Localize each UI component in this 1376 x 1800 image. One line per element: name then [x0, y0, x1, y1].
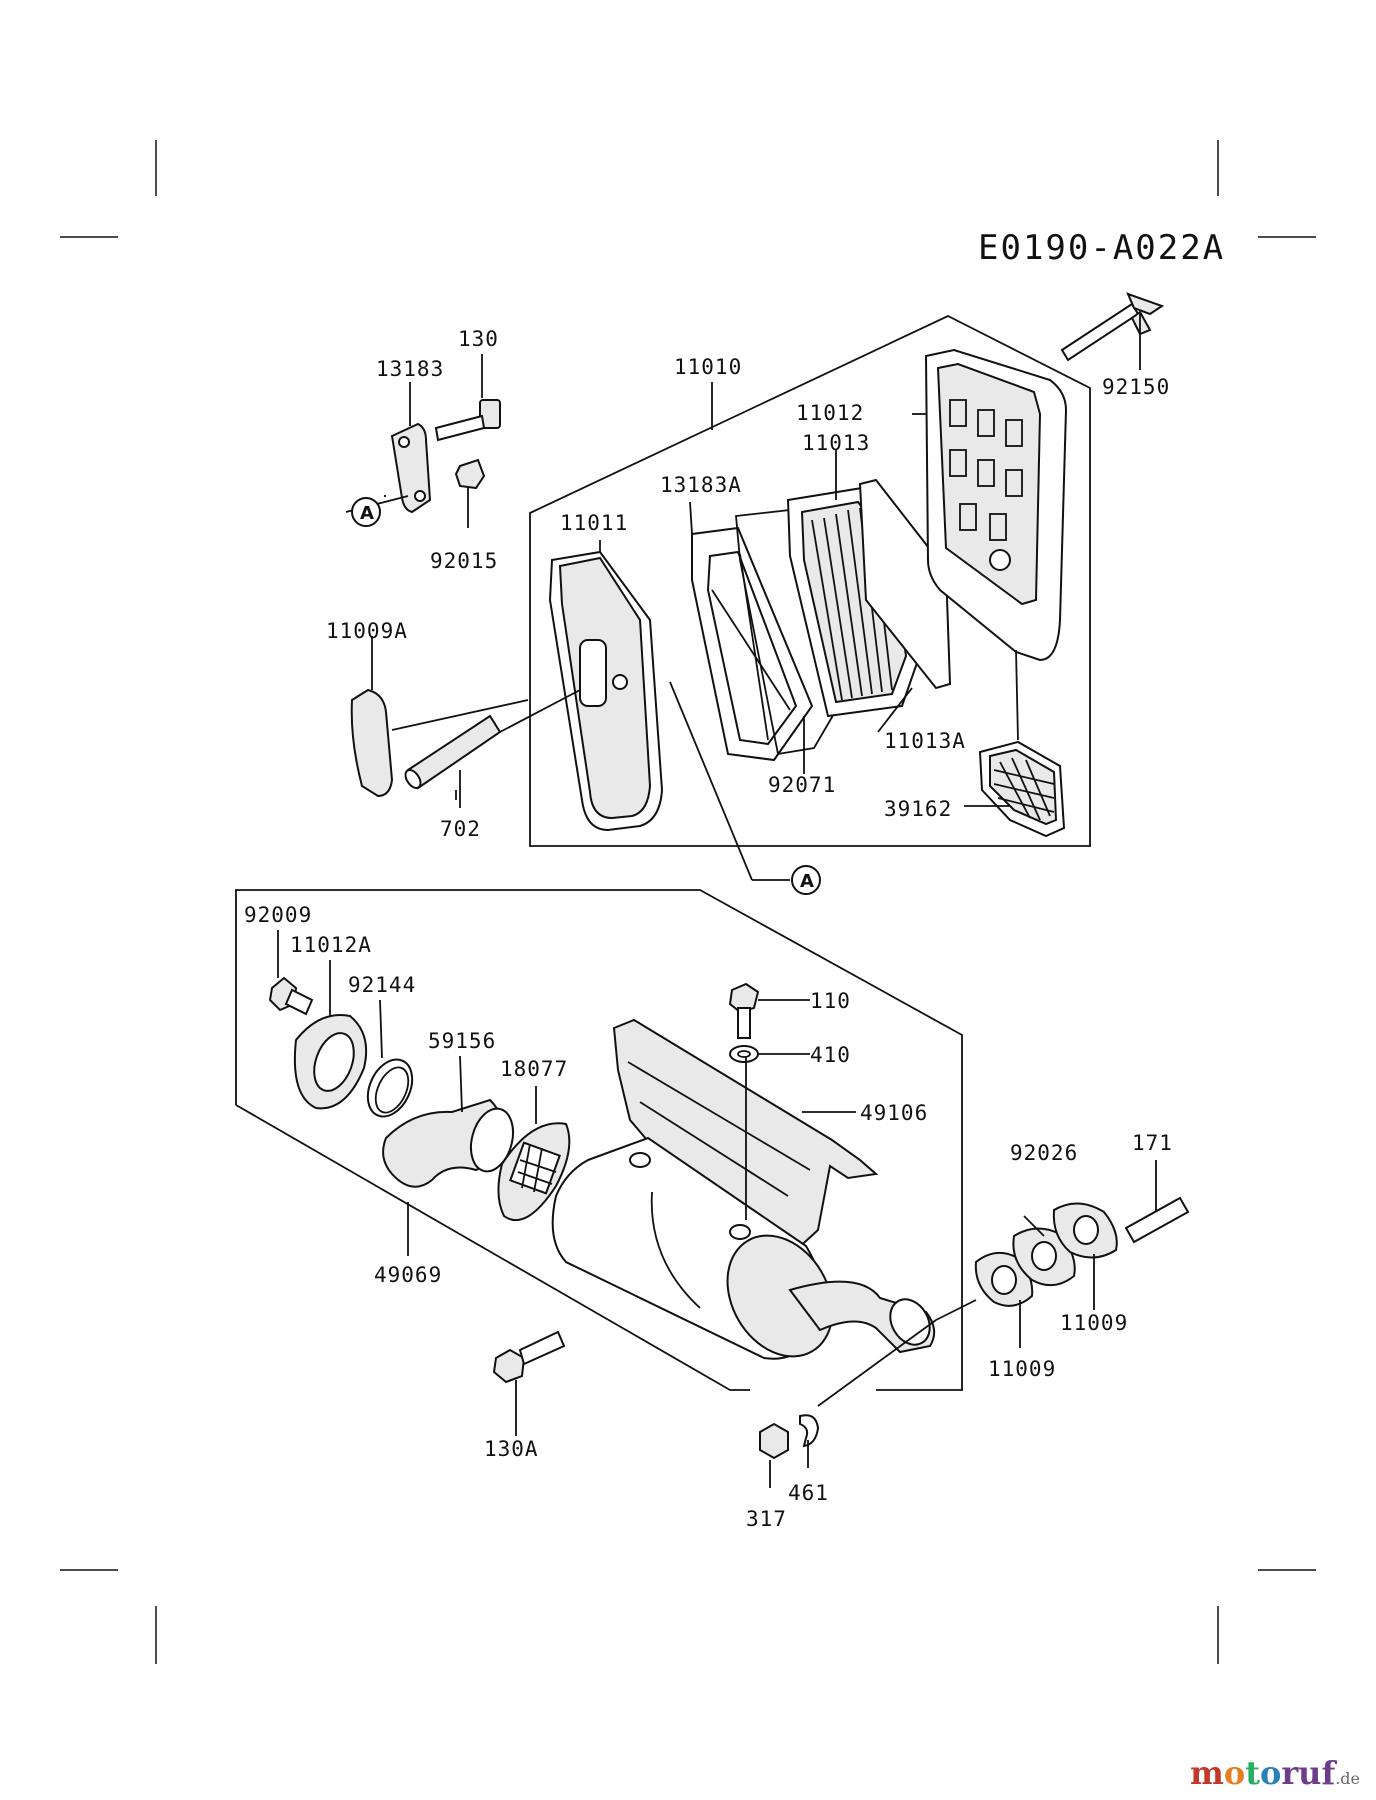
label-461: 461 [788, 1481, 829, 1505]
gasket-92026 [1012, 1227, 1076, 1287]
air-cleaner-group: A A 130 13183 11010 92150 11012 11013 13… [326, 292, 1170, 895]
watermark-tld: .de [1335, 1769, 1360, 1788]
watermark-logo: motoruf.de [1190, 1754, 1360, 1792]
label-59156: 59156 [428, 1029, 496, 1053]
screen-18077 [497, 1122, 571, 1222]
part-labels-upper: 130 13183 11010 92150 11012 11013 13183A… [326, 327, 1170, 841]
watermark-colored-part: moto [1190, 1754, 1281, 1792]
muffler-49069 [551, 1136, 936, 1360]
watermark-letter: m [1189, 1754, 1224, 1792]
label-92009: 92009 [244, 903, 312, 927]
bolt-110 [728, 982, 760, 1039]
watermark-rest: ruf [1281, 1754, 1336, 1792]
bolt-92009 [268, 976, 314, 1016]
label-11009A: 11009A [326, 619, 408, 643]
label-92026: 92026 [1010, 1141, 1078, 1165]
label-110: 110 [810, 989, 851, 1013]
label-11012: 11012 [796, 401, 864, 425]
label-410: 410 [810, 1043, 851, 1067]
watermark-letter: o [1259, 1754, 1282, 1792]
label-49069: 49069 [374, 1263, 442, 1287]
watermark-letter: o [1223, 1754, 1246, 1792]
label-702: 702 [440, 817, 481, 841]
pipe-702 [404, 714, 502, 790]
frame-13183A [691, 526, 814, 762]
label-92144: 92144 [348, 973, 416, 997]
label-11013A: 11013A [884, 729, 966, 753]
label-11010: 11010 [674, 355, 742, 379]
air-cleaner-base-11011 [548, 550, 664, 832]
elbow-59156 [382, 1098, 515, 1188]
wing-bolt-92150 [1060, 292, 1165, 362]
label-11011: 11011 [560, 511, 628, 535]
label-49106: 49106 [860, 1101, 928, 1125]
gasket-11009-front [974, 1251, 1034, 1307]
label-130A: 130A [484, 1437, 539, 1461]
label-13183: 13183 [376, 357, 444, 381]
nut-92015 [454, 458, 486, 490]
label-11009-front: 11009 [988, 1357, 1056, 1381]
bolt-130 [434, 399, 501, 442]
foam-39162 [978, 740, 1066, 838]
leader-lines-upper [345, 312, 1141, 881]
gasket-11009-rear [1052, 1202, 1118, 1259]
label-11013: 11013 [802, 431, 870, 455]
label-11012A: 11012A [290, 933, 372, 957]
leader-lines-lower [277, 930, 1157, 1488]
callout-a-lower: A [791, 865, 821, 895]
label-171: 171 [1132, 1131, 1173, 1155]
washer-461 [799, 1414, 820, 1448]
label-92150: 92150 [1102, 375, 1170, 399]
ring-92144 [366, 1058, 414, 1118]
label-13183A: 13183A [660, 473, 742, 497]
label-18077: 18077 [500, 1057, 568, 1081]
label-39162: 39162 [884, 797, 952, 821]
diagram-reference-code: E0190-A022A [978, 228, 1225, 268]
flange-11012A [293, 1014, 368, 1110]
muffler-group: 92009 11012A 92144 59156 18077 110 410 4… [235, 889, 1190, 1531]
heat-shield-49106 [612, 1018, 879, 1254]
watermark-letter: t [1245, 1754, 1260, 1792]
stud-171 [1124, 1196, 1190, 1244]
callout-a-upper: A [351, 497, 381, 527]
gasket-11009A [350, 688, 394, 798]
nut-317 [759, 1422, 789, 1460]
label-92071: 92071 [768, 773, 836, 797]
pre-cleaner-11013A [858, 478, 952, 690]
label-317: 317 [746, 1507, 787, 1531]
washer-410 [729, 1045, 759, 1063]
part-labels-lower: 92009 11012A 92144 59156 18077 110 410 4… [244, 903, 1173, 1531]
bolt-130A [492, 1330, 566, 1384]
svg-text:A: A [800, 871, 814, 892]
crop-marks [60, 140, 1316, 1664]
svg-text:A: A [360, 503, 374, 524]
cover-11012 [924, 348, 1068, 662]
label-92015: 92015 [430, 549, 498, 573]
label-11009-rear: 11009 [1060, 1311, 1128, 1335]
label-130: 130 [458, 327, 499, 351]
